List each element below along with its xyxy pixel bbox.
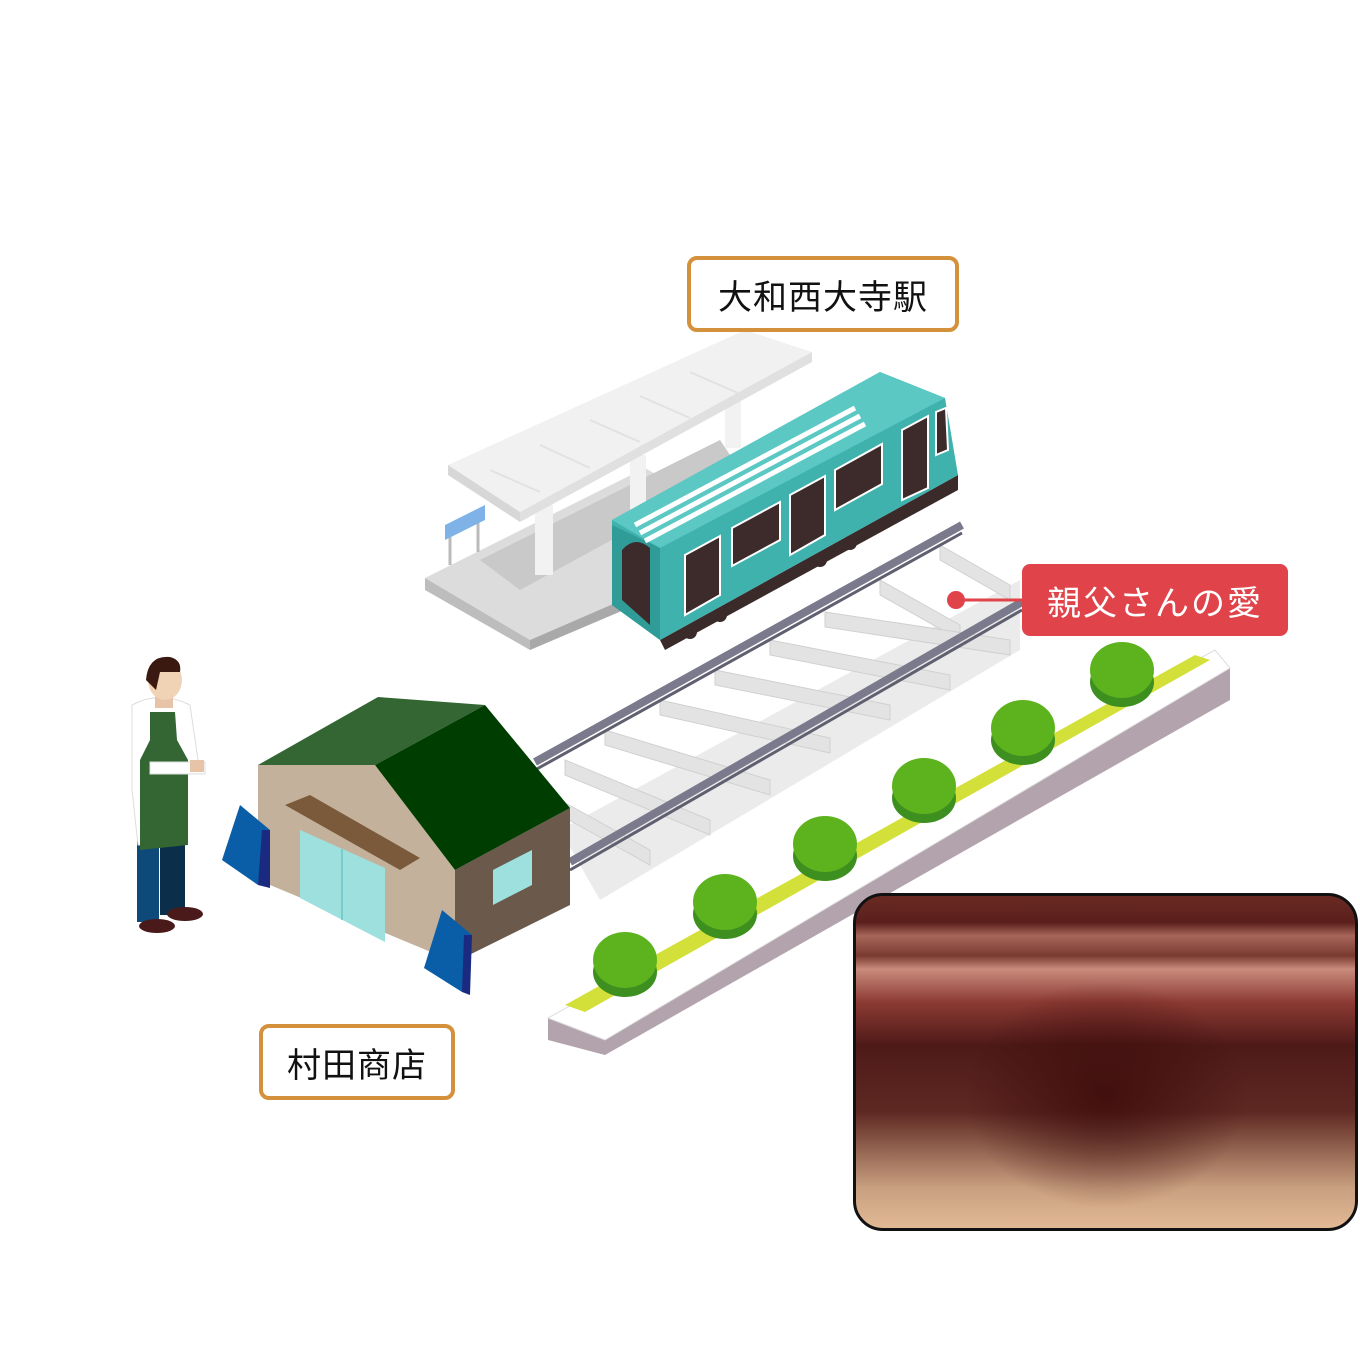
- bush: [991, 700, 1055, 765]
- shop-label: 村田商店: [259, 1024, 455, 1100]
- station-sign: [445, 505, 485, 540]
- banner-flag: [222, 805, 270, 885]
- shop-sign-board: [285, 795, 420, 870]
- shop-building: [222, 697, 570, 995]
- railway-track: [533, 521, 1024, 900]
- bush: [1090, 642, 1154, 707]
- train: [612, 372, 958, 650]
- shop-window: [493, 850, 532, 905]
- station-label: 大和西大寺駅: [687, 256, 959, 332]
- bushes: [593, 642, 1154, 997]
- banner-flag: [424, 910, 472, 992]
- bush: [892, 758, 956, 823]
- vintage-shop-photo: [853, 893, 1358, 1231]
- planter: [546, 642, 1231, 1055]
- bush: [593, 932, 657, 997]
- bush: [793, 816, 857, 881]
- shopkeeper-figure: [131, 656, 206, 933]
- callout-label: 親父さんの愛: [1022, 564, 1288, 636]
- callout-pointer: [947, 591, 1025, 609]
- bush: [693, 874, 757, 939]
